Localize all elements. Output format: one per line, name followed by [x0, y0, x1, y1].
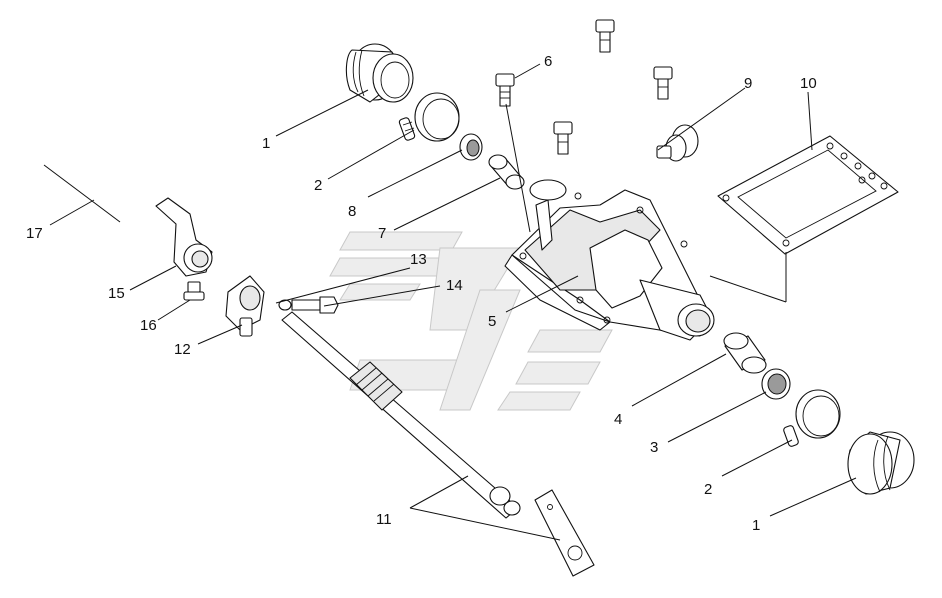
callout-15: 15	[108, 285, 125, 302]
callout-2-right: 2	[704, 481, 712, 498]
shift-shaft	[281, 311, 521, 519]
clamp-left	[398, 92, 460, 142]
bolt-top	[595, 19, 615, 53]
callout-9: 9	[744, 75, 752, 92]
shift-plate	[534, 489, 595, 577]
callout-17: 17	[26, 225, 43, 242]
clamp-right	[783, 389, 841, 447]
callout-16: 16	[140, 317, 157, 334]
callout-4: 4	[614, 411, 622, 428]
leader-lines	[129, 63, 857, 541]
screw-16	[183, 281, 205, 301]
callout-8: 8	[348, 203, 356, 220]
callout-3: 3	[650, 439, 658, 456]
bushing-right	[723, 332, 767, 374]
watermark-logo	[329, 231, 613, 411]
callout-10: 10	[800, 75, 817, 92]
callout-13: 13	[410, 251, 427, 268]
callout-14: 14	[446, 277, 463, 294]
callout-7: 7	[378, 225, 386, 242]
bolt-middle	[653, 66, 673, 100]
boot-left	[345, 43, 414, 103]
lever-15	[155, 197, 213, 277]
bolt-6	[495, 73, 515, 107]
callout-labels: 1 2 8 7 6 9 10 17 15 16 12 13 14 5 4 3 2…	[26, 53, 817, 534]
seal-ring-left	[459, 133, 483, 161]
gasket	[717, 135, 899, 255]
shift-block	[225, 275, 265, 337]
boot-right	[847, 431, 915, 495]
callout-1-left: 1	[262, 135, 270, 152]
housing	[504, 179, 715, 341]
callout-1-right: 1	[752, 517, 760, 534]
bolt-lower	[553, 121, 573, 155]
callout-12: 12	[174, 341, 191, 358]
callout-6: 6	[544, 53, 552, 70]
callout-2-left: 2	[314, 177, 322, 194]
callout-11: 11	[376, 511, 392, 528]
seal-ring-right	[761, 368, 791, 400]
rubber-mount	[656, 124, 699, 162]
callout-5: 5	[488, 313, 496, 330]
leader-17	[43, 164, 121, 226]
